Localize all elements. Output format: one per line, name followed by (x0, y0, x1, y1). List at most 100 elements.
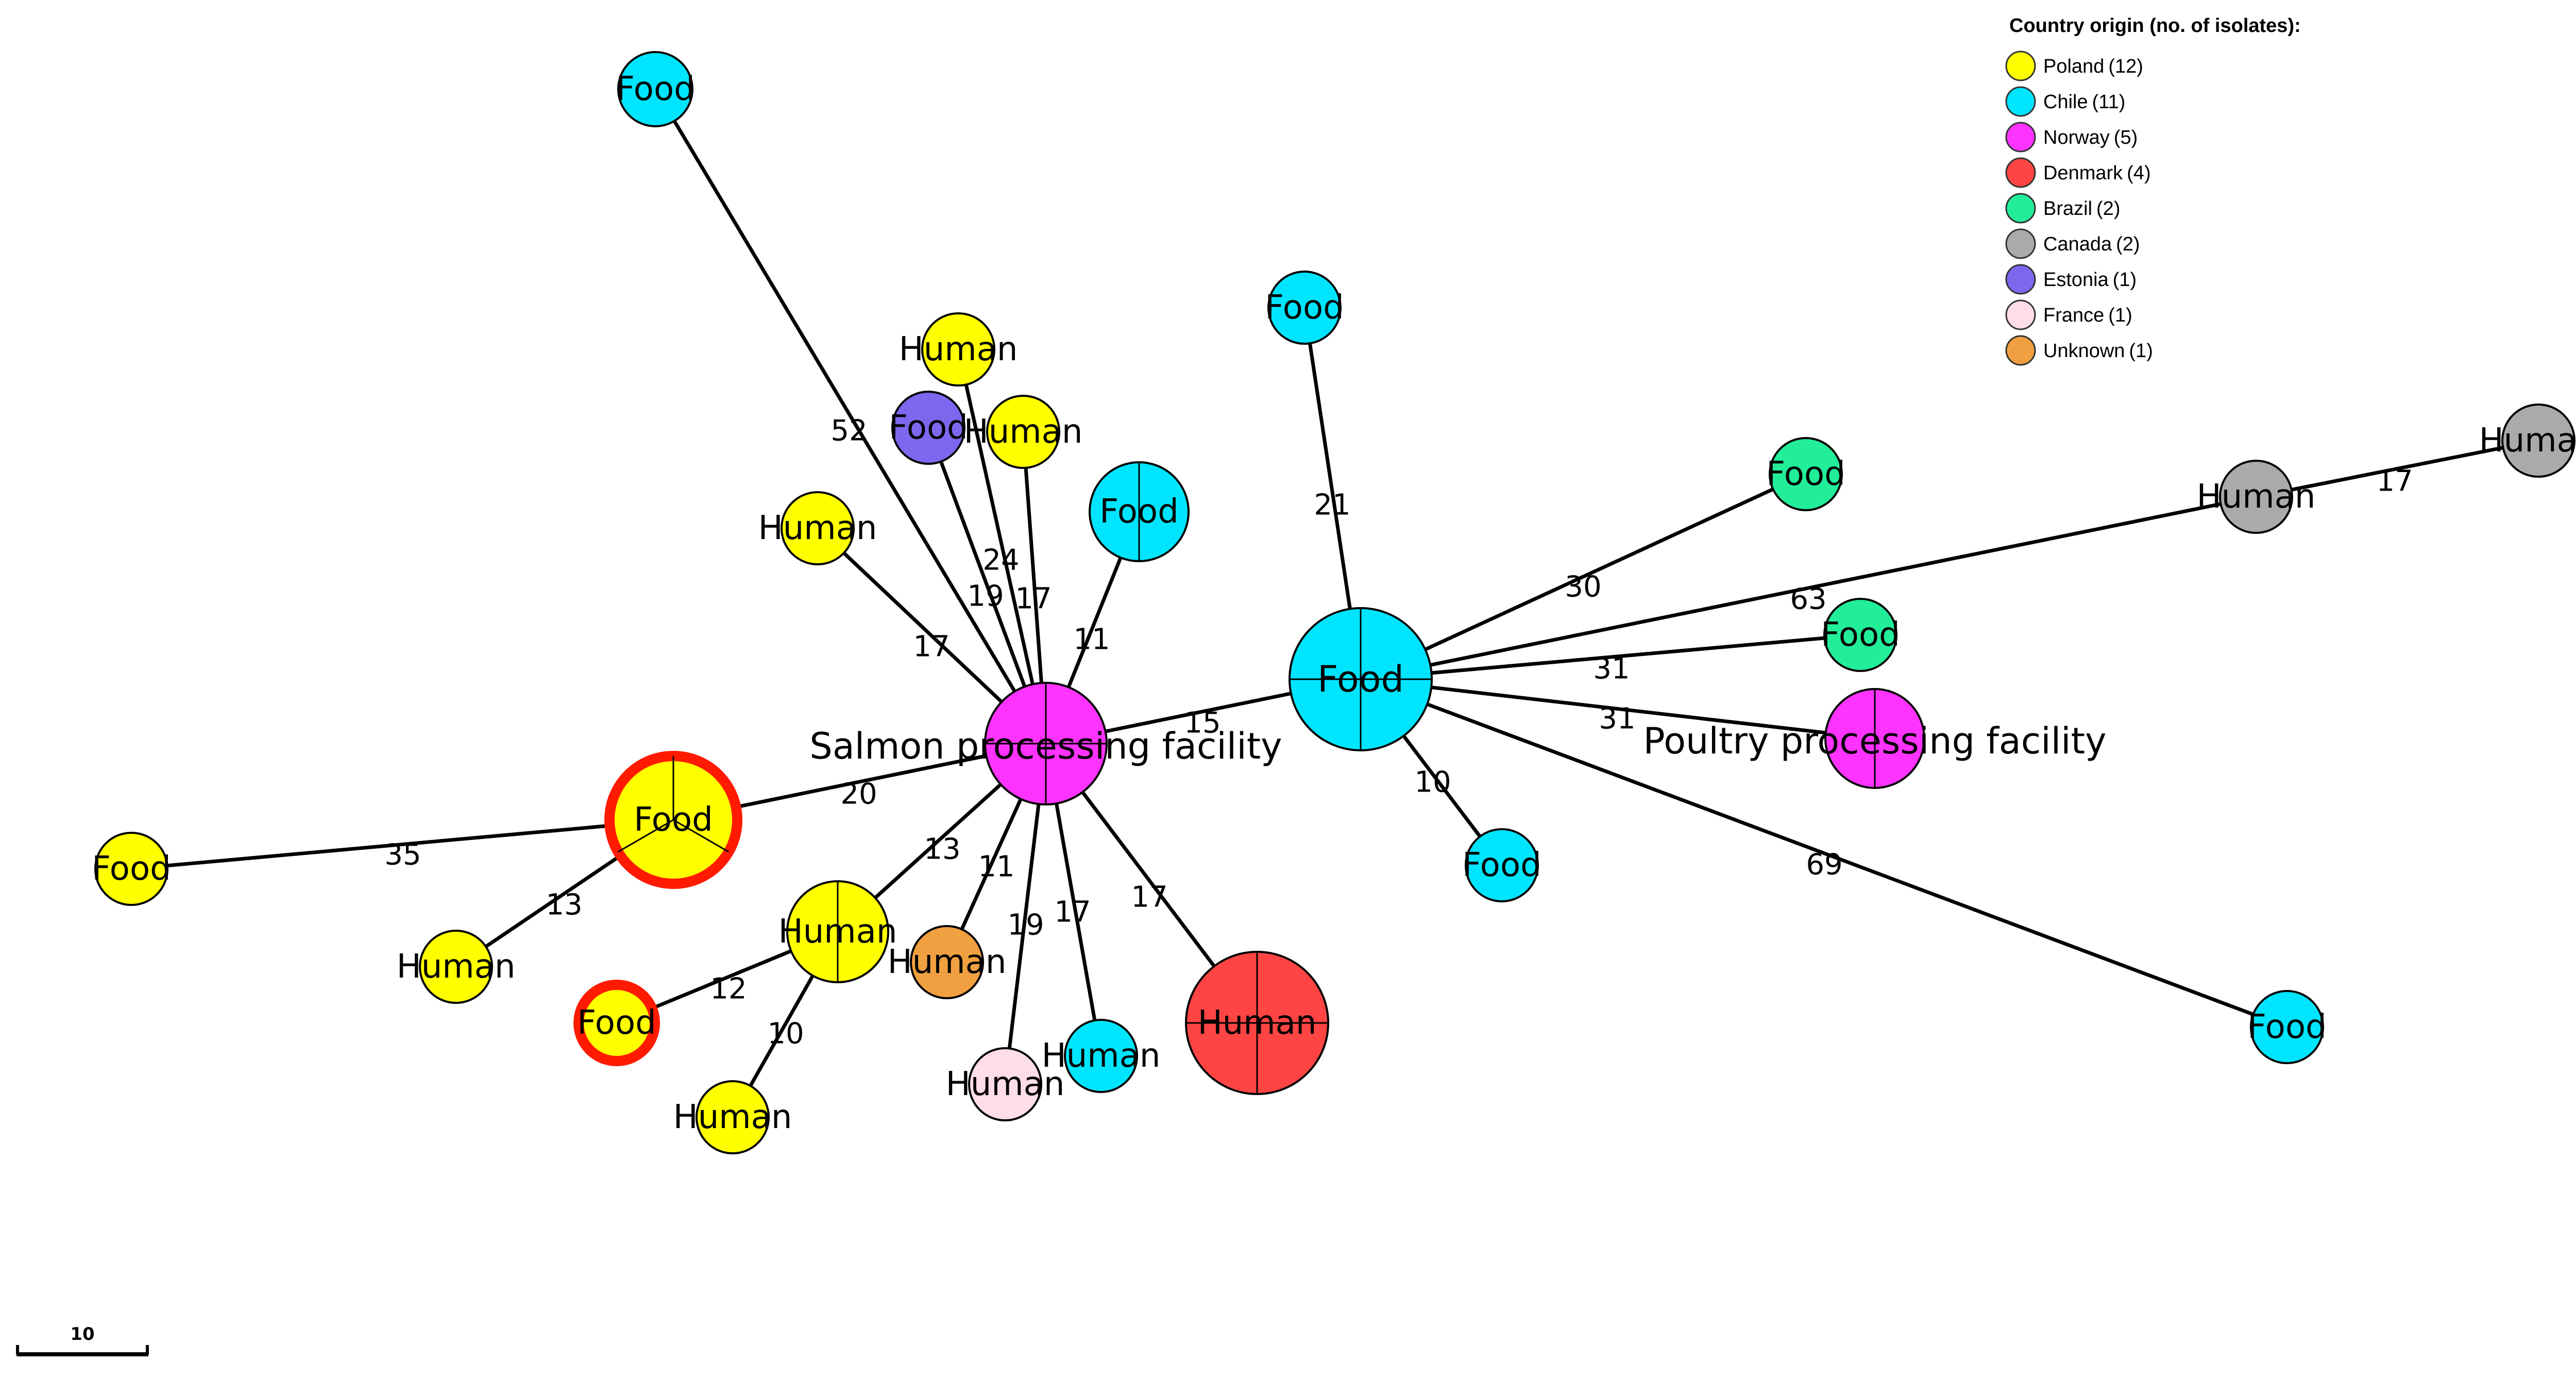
legend-swatch (2005, 86, 2036, 117)
legend-count: (2) (2096, 198, 2120, 220)
legend-swatch (2005, 157, 2036, 188)
node-circle (94, 832, 168, 906)
legend-swatch (2005, 193, 2036, 224)
edge-weight-label: 12 (710, 972, 747, 1006)
node-human_pl_top1 (921, 312, 995, 386)
node-circle (1769, 437, 1843, 511)
edge-chile_hub-food_brazil_2 (1360, 633, 1861, 681)
legend-swatch (2005, 51, 2036, 81)
node-circle (781, 491, 855, 565)
node-human_denmark (1185, 951, 1329, 1095)
legend-label: Poland(12) (2043, 56, 2143, 77)
edge-salmon-human_pl_top1 (956, 349, 1048, 744)
legend-swatch (2005, 264, 2036, 295)
legend-swatch (2005, 335, 2036, 366)
edge-food_pl_big-food_pl_far (131, 818, 674, 871)
node-food_estonia (891, 391, 965, 465)
node-label: Food (616, 70, 694, 108)
legend-entry: Brazil(2) (2005, 193, 2120, 224)
edge-weight-label: 13 (924, 833, 960, 866)
edge-weight-label: 17 (1015, 582, 1052, 616)
edge-weight-label: 35 (384, 838, 421, 872)
edge-weight-label: 20 (840, 778, 877, 811)
edge-weight-label: 21 (1314, 489, 1350, 522)
node-food_chile_top (1267, 271, 1342, 345)
legend-swatch (2005, 228, 2036, 259)
legend-title: Country origin (no. of isolates): (2009, 15, 2301, 37)
legend-entry: Unknown(1) (2005, 335, 2153, 366)
legend-count: (1) (2113, 269, 2137, 291)
node-circle (986, 395, 1060, 469)
node-label: Poultry processing facility (1643, 720, 2107, 762)
node-circle (1267, 271, 1342, 345)
node-human_pl_hub (786, 880, 889, 983)
legend-count: (11) (2092, 91, 2126, 113)
node-food_chile_below (1465, 828, 1539, 902)
legend-label: Canada(2) (2043, 233, 2140, 255)
legend-country: Unknown (2043, 340, 2125, 362)
node-label: Food (577, 1004, 656, 1042)
node-human_unknown (910, 925, 984, 999)
node-circle (968, 1047, 1042, 1121)
scale-bar-label: 10 (70, 1324, 94, 1345)
node-poultry (1824, 688, 1925, 789)
node-label: Human (758, 509, 877, 547)
node-human_canada_1 (2219, 460, 2293, 534)
edge-weight-label: 11 (978, 850, 1014, 884)
edge-weight-label: 15 (1184, 707, 1221, 740)
node-human_chile (1064, 1019, 1138, 1093)
node-label: Human (397, 948, 516, 986)
node-label: Human (778, 913, 897, 951)
edge-weight-label: 52 (831, 414, 867, 448)
legend-country: Canada (2043, 233, 2112, 255)
edge-chile_hub-food_chile_far (1360, 677, 2288, 1029)
edge-weight-label: 17 (1131, 881, 1167, 914)
node-food_chile_far (2250, 990, 2324, 1064)
legend-entry: Denmark(4) (2005, 157, 2151, 188)
node-circle (910, 925, 984, 999)
node-human_pl_1 (419, 930, 493, 1004)
node-label: Salmon processing facility (809, 725, 1282, 767)
node-circle (419, 930, 493, 1004)
legend-entry: Estonia(1) (2005, 264, 2137, 295)
legend-entry: Poland(12) (2005, 51, 2143, 81)
legend: Country origin (no. of isolates): Poland… (2005, 15, 2301, 366)
node-salmon (984, 682, 1108, 805)
legend-country: Chile (2043, 91, 2088, 113)
node-label: Human (964, 413, 1083, 451)
node-circle (1465, 828, 1539, 902)
edge-weight-label: 10 (1414, 766, 1451, 799)
node-circle (2219, 460, 2293, 534)
node-circle (891, 391, 965, 465)
node-label: Human (899, 330, 1018, 368)
legend-entry: France(1) (2005, 299, 2132, 330)
node-label: Food (1317, 658, 1404, 700)
node-label: Food (1462, 846, 1541, 884)
edge-weight-label: 19 (967, 580, 1004, 613)
node-label: Human (888, 943, 1007, 981)
nodes-layer (94, 51, 2575, 1154)
node-label: Human (946, 1065, 1065, 1103)
edge-human_canada_1-human_canada_2 (2256, 439, 2539, 499)
edge-weight-label: 11 (1073, 623, 1110, 657)
node-food_pl_big (604, 751, 742, 889)
legend-country: France (2043, 305, 2104, 326)
legend-entry: Norway(5) (2005, 122, 2138, 153)
node-circle (1823, 598, 1897, 672)
node-food_brazil_1 (1769, 437, 1843, 511)
node-label: Food (1821, 616, 1900, 654)
node-label: Food (92, 850, 171, 888)
node-label: Human (1198, 1004, 1317, 1042)
legend-count: (12) (2108, 56, 2143, 77)
legend-country: Poland (2043, 56, 2104, 77)
node-human_canada_2 (2501, 404, 2575, 478)
edge-salmon-food_top_left (653, 88, 1048, 745)
node-label: Food (1099, 493, 1178, 531)
edge-weight-label: 63 (1790, 583, 1826, 616)
edge-weight-label: 31 (1599, 702, 1635, 736)
node-label: Human (673, 1098, 792, 1136)
scale-bar: 10 (16, 1324, 149, 1356)
node-circle (1064, 1019, 1138, 1093)
